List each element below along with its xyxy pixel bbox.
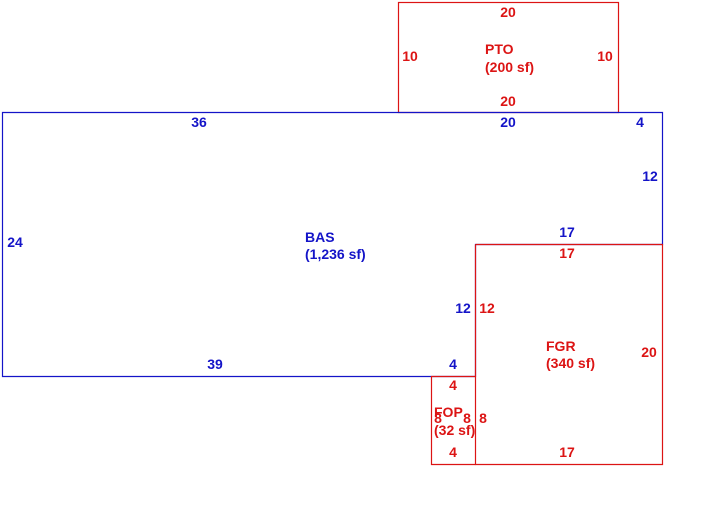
fop-bottom-dim: 4 (449, 444, 457, 460)
fop-right-inner-dim: 8 (463, 410, 471, 426)
fop-code-label: FOP (434, 404, 463, 420)
bas-code-label: BAS (305, 229, 335, 245)
pto-area-label: (200 sf) (485, 59, 534, 75)
bas-left-dim: 24 (7, 234, 23, 250)
bas-step-top-dim: 17 (559, 224, 575, 240)
bas-step-side-dim: 12 (455, 300, 471, 316)
fop-area-label: (32 sf) (434, 422, 475, 438)
fop-left-dim: 8 (434, 410, 442, 426)
fgr-right-dim: 20 (641, 344, 657, 360)
bas-area-label: (1,236 sf) (305, 246, 366, 262)
pto-bottom-dim: 20 (500, 93, 516, 109)
fgr-top-dim: 17 (559, 245, 575, 261)
pto-code-label: PTO (485, 41, 514, 57)
fop-right-outer-dim: 8 (479, 410, 487, 426)
fgr-bottom-dim: 17 (559, 444, 575, 460)
fop-outline (430, 375, 476, 466)
bas-right-upper-dim: 12 (642, 168, 658, 184)
pto-left-dim: 10 (402, 48, 418, 64)
fgr-area-label: (340 sf) (546, 355, 595, 371)
bas-top-right-dim: 20 (500, 114, 516, 130)
fop-top-dim: 4 (449, 377, 457, 393)
fgr-outline (474, 243, 664, 466)
fgr-left-dim: 12 (479, 300, 495, 316)
bas-corner-top-dim: 4 (636, 114, 644, 130)
fgr-code-label: FGR (546, 338, 576, 354)
pto-top-dim: 20 (500, 4, 516, 20)
pto-right-dim: 10 (597, 48, 613, 64)
bas-bottom-dim: 39 (207, 356, 223, 372)
bas-bottom-short-dim: 4 (449, 356, 457, 372)
bas-top-left-dim: 36 (191, 114, 207, 130)
